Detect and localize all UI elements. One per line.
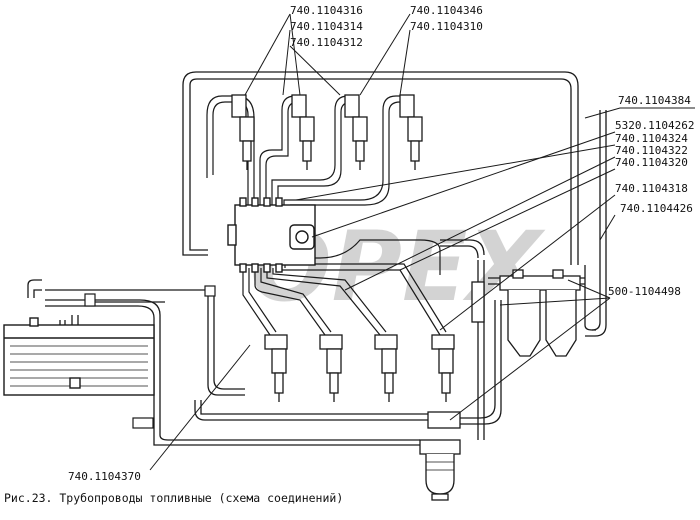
label-5320-1104262: 5320.1104262	[615, 119, 694, 132]
label-740-1104384: 740.1104384	[618, 94, 691, 107]
injector	[399, 94, 423, 170]
leader-lines	[149, 13, 695, 471]
label-740-1104316: 740.1104316	[290, 4, 363, 17]
label-740-1104346: 740.1104346	[410, 4, 483, 17]
label-740-1104314: 740.1104314	[290, 20, 363, 33]
injector	[431, 334, 455, 402]
top-injectors	[231, 94, 423, 170]
injector	[264, 334, 288, 402]
injector	[291, 94, 315, 170]
injector	[374, 334, 398, 402]
fuel-tank	[3, 317, 155, 396]
pump-filter	[419, 439, 461, 501]
part-labels: 740.1104316 740.1104314 740.1104312 740.…	[68, 4, 694, 483]
label-740-1104322: 740.1104322	[615, 144, 688, 157]
label-500-1104498: 500-1104498	[608, 285, 681, 298]
injection-pump	[227, 197, 316, 273]
injector	[344, 94, 368, 170]
coarse-filter	[427, 281, 485, 429]
injector	[319, 334, 343, 402]
figure-caption: Рис.23. Трубопроводы топливные (схема со…	[4, 491, 343, 505]
label-740-1104310: 740.1104310	[410, 20, 483, 33]
injector	[231, 94, 255, 170]
label-740-1104320: 740.1104320	[615, 156, 688, 169]
label-740-1104312: 740.1104312	[290, 36, 363, 49]
fine-filters	[499, 269, 581, 357]
label-740-1104318: 740.1104318	[615, 182, 688, 195]
connector	[84, 285, 216, 429]
label-740-1104370: 740.1104370	[68, 470, 141, 483]
label-740-1104324: 740.1104324	[615, 132, 688, 145]
bottom-injectors	[264, 334, 455, 402]
label-740-1104426: 740.1104426	[620, 202, 693, 215]
